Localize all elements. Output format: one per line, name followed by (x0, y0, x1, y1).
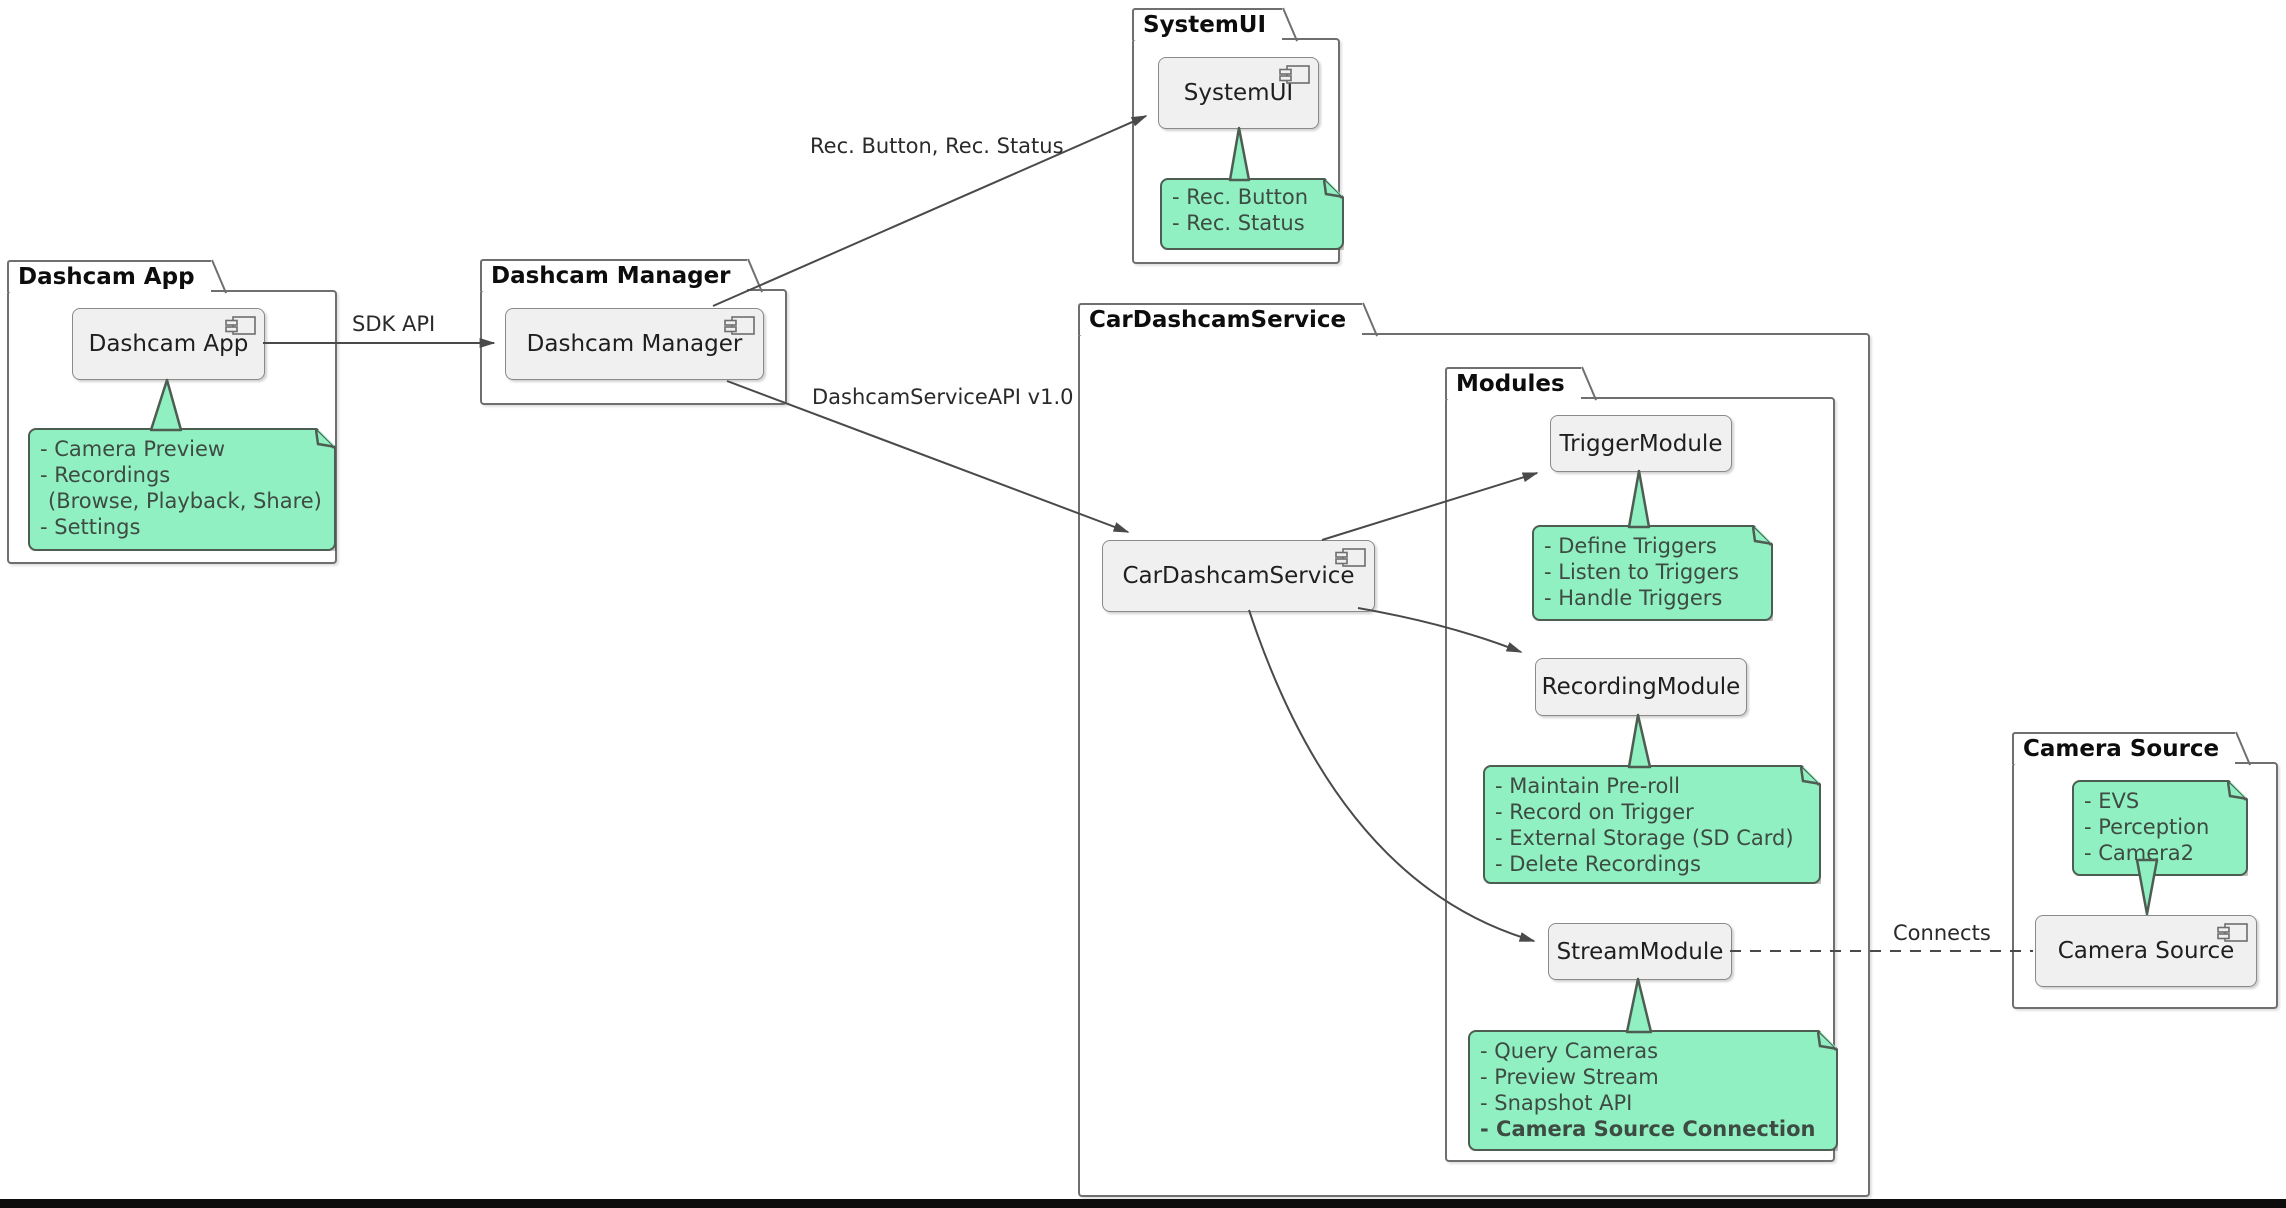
note-line: - Camera Preview (40, 437, 226, 461)
note-camera-source: - EVS - Perception - Camera2 (2072, 780, 2248, 876)
note-line: - Define Triggers (1544, 534, 1717, 558)
note-line: - Camera Source Connection (1480, 1117, 1816, 1141)
note-fold-icon (315, 429, 335, 449)
note-line: - Query Cameras (1480, 1039, 1659, 1063)
component-stream-module: StreamModule (1548, 923, 1732, 980)
package-tab-systemui: SystemUI (1132, 8, 1283, 40)
component-recording-module: RecordingModule (1535, 658, 1747, 716)
package-tab-cardashcamservice: CarDashcamService (1078, 303, 1363, 335)
package-title: Dashcam Manager (491, 263, 731, 289)
note-fold-icon (2227, 781, 2247, 801)
note-line: - Preview Stream (1480, 1065, 1659, 1089)
package-tab-modules: Modules (1445, 367, 1581, 399)
note-line: - EVS (2084, 789, 2140, 813)
package-title: CarDashcamService (1089, 307, 1347, 333)
note-stream-module: - Query Cameras - Preview Stream - Snaps… (1468, 1030, 1838, 1151)
component-icon (1279, 65, 1310, 84)
package-tab-dashcam-manager: Dashcam Manager (480, 259, 747, 291)
edge-label-connects: Connects (1893, 921, 1991, 945)
component-label: Camera Source (2057, 938, 2235, 964)
component-icon (1335, 548, 1366, 567)
component-dashcam-manager: Dashcam Manager (505, 308, 764, 380)
package-tab-camera-source: Camera Source (2012, 732, 2236, 764)
component-icon (724, 316, 755, 335)
note-fold-icon (1817, 1031, 1837, 1051)
edge-label-rec-button-status: Rec. Button, Rec. Status (810, 134, 1064, 158)
note-fold-icon (1323, 179, 1343, 199)
note-line: - Record on Trigger (1495, 800, 1694, 824)
note-line: - Listen to Triggers (1544, 560, 1739, 584)
note-line: (Browse, Playback, Share) (48, 489, 322, 513)
component-dashcam-app: Dashcam App (72, 308, 265, 380)
note-line: - Maintain Pre-roll (1495, 774, 1680, 798)
note-recording-module: - Maintain Pre-roll - Record on Trigger … (1483, 765, 1821, 884)
note-line: - Recordings (40, 463, 171, 487)
note-line: - Delete Recordings (1495, 852, 1701, 876)
note-line: - Rec. Button (1172, 185, 1309, 209)
component-label: StreamModule (1556, 938, 1724, 965)
package-title: SystemUI (1143, 12, 1267, 38)
component-icon (2217, 923, 2248, 942)
component-cardashcamservice: CarDashcamService (1102, 540, 1375, 612)
component-icon (225, 316, 256, 335)
note-line: - Snapshot API (1480, 1091, 1633, 1115)
component-trigger-module: TriggerModule (1550, 415, 1732, 472)
component-camera-source: Camera Source (2035, 915, 2257, 987)
note-fold-icon (1752, 526, 1772, 546)
note-line: - Rec. Status (1172, 211, 1305, 235)
bottom-bar (0, 1199, 2286, 1208)
package-title: Camera Source (2023, 736, 2220, 762)
component-label: SystemUI (1183, 80, 1294, 106)
component-label: Dashcam Manager (526, 331, 743, 357)
edge-label-sdk-api: SDK API (352, 312, 436, 336)
note-dashcam-app: - Camera Preview - Recordings (Browse, P… (28, 428, 336, 551)
note-line: - Perception (2084, 815, 2210, 839)
note-trigger-module: - Define Triggers - Listen to Triggers -… (1532, 525, 1773, 621)
note-fold-icon (1800, 766, 1820, 786)
package-title: Dashcam App (18, 264, 195, 290)
package-tab-dashcam-app: Dashcam App (7, 260, 211, 292)
component-systemui: SystemUI (1158, 57, 1319, 129)
component-label: RecordingModule (1541, 674, 1741, 700)
note-line: - Settings (40, 515, 141, 539)
note-systemui: - Rec. Button - Rec. Status (1160, 178, 1344, 250)
component-label: CarDashcamService (1122, 563, 1355, 589)
note-line: - External Storage (SD Card) (1495, 826, 1794, 850)
package-title: Modules (1456, 371, 1565, 397)
edge-label-dashcam-service-api: DashcamServiceAPI v1.0 (812, 385, 1074, 409)
component-label: TriggerModule (1559, 430, 1723, 457)
component-label: Dashcam App (88, 331, 249, 357)
note-line: - Handle Triggers (1544, 586, 1723, 610)
note-line: - Camera2 (2084, 841, 2195, 865)
